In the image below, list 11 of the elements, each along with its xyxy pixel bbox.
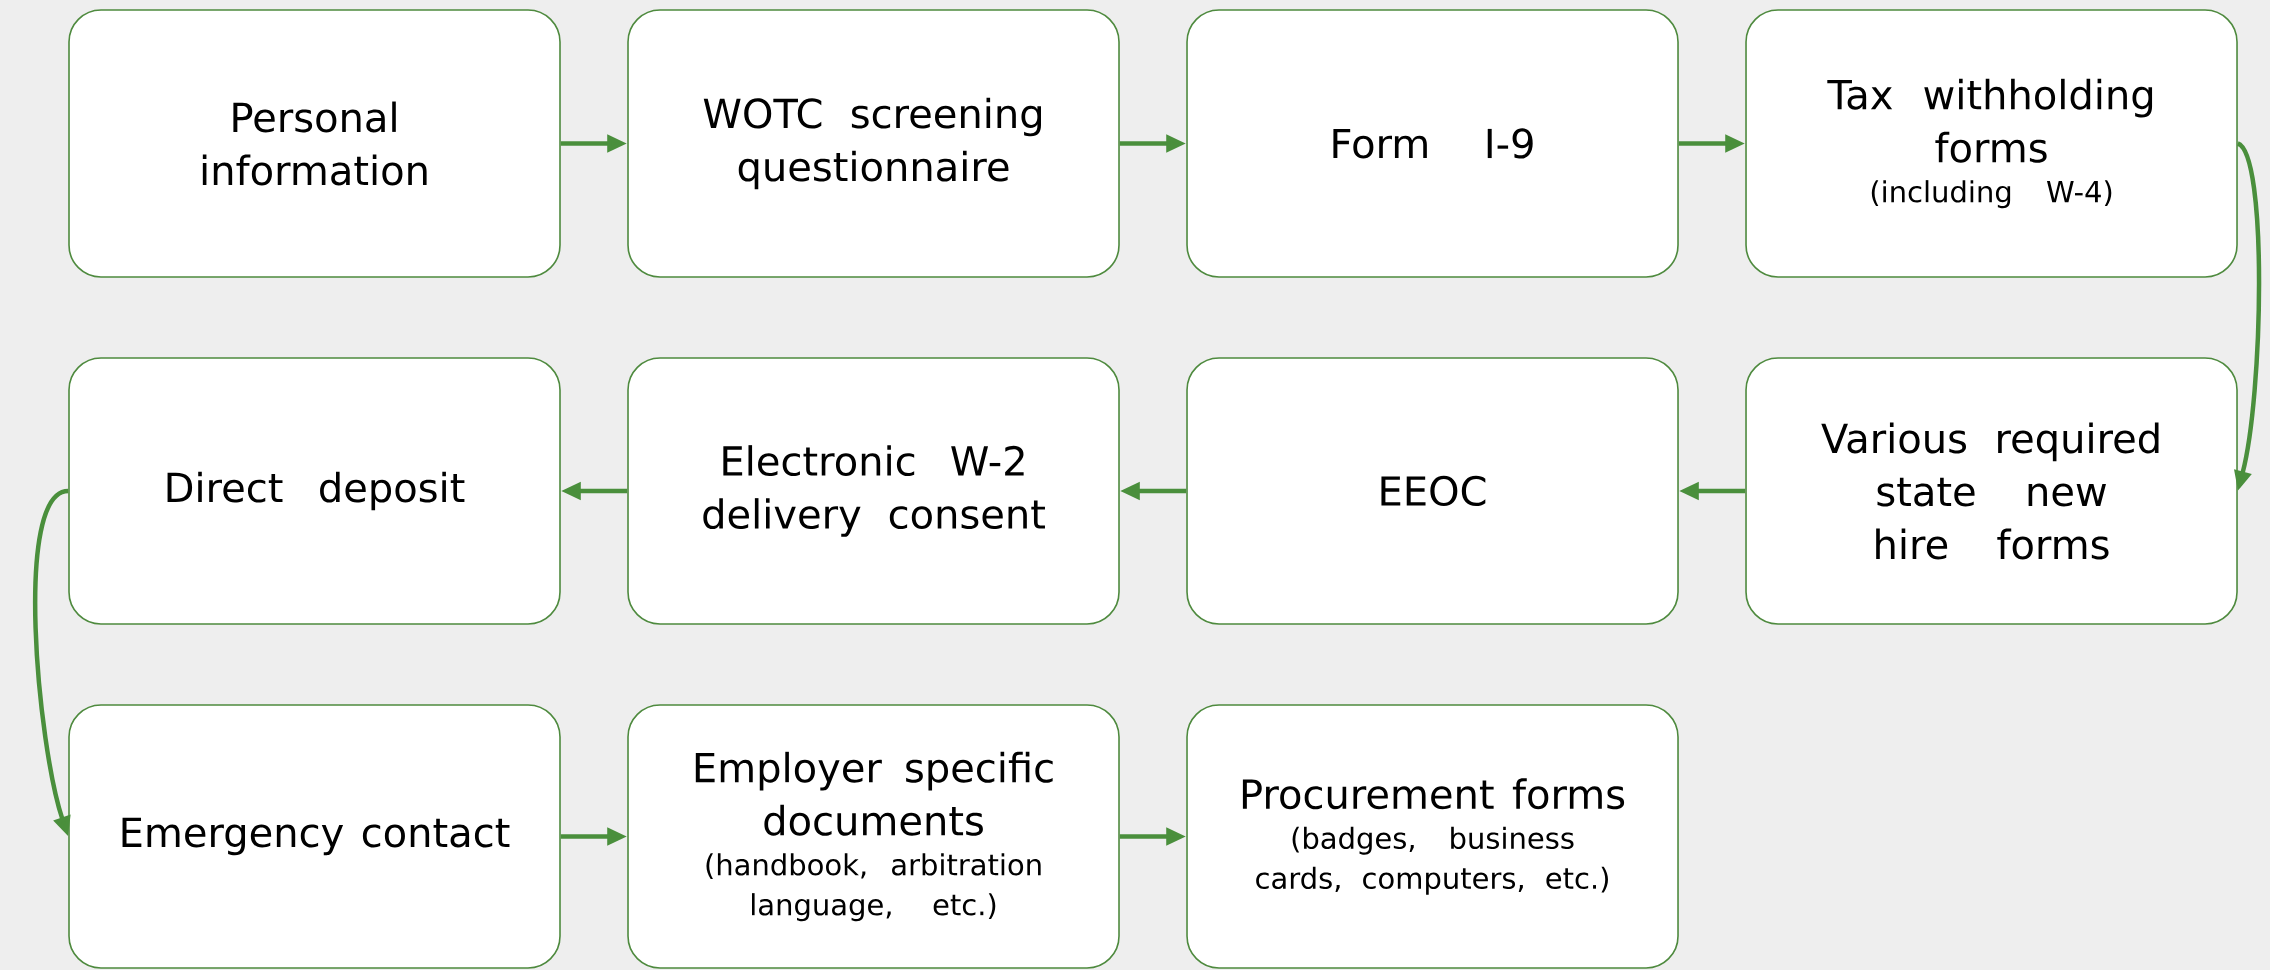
process-box: Form I-9 <box>1186 9 1679 278</box>
process-box: EEOC <box>1186 357 1679 625</box>
process-box: Emergency contact <box>68 704 561 969</box>
process-box: Various required state new hire forms <box>1745 357 2238 625</box>
process-box: Tax withholding forms (including W-4) <box>1745 9 2238 278</box>
process-box: Employer specific documents (handbook, arbitration language, etc.) <box>627 704 1120 969</box>
process-box: Procurement forms (badges, business cards, computers, etc.) <box>1186 704 1679 969</box>
process-box: WOTC screening questionnaire <box>627 9 1120 278</box>
process-box: Direct deposit <box>68 357 561 625</box>
process-box: Personal information <box>68 9 561 278</box>
process-box: Electronic W-2 delivery consent <box>627 357 1120 625</box>
